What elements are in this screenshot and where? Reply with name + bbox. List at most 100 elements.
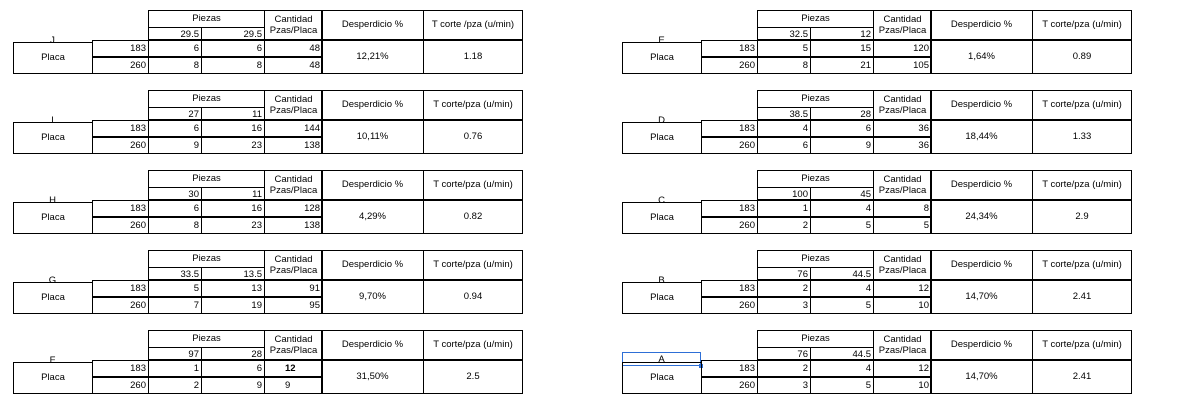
- desperdicio-value[interactable]: 14,70%: [930, 280, 1033, 314]
- dimension-cell[interactable]: 76: [757, 267, 811, 280]
- pieces-b-cell[interactable]: 16: [201, 120, 265, 137]
- pieces-a-cell[interactable]: 5: [148, 280, 202, 297]
- qty-cell[interactable]: 48: [264, 57, 323, 74]
- qty-cell[interactable]: 9: [264, 377, 323, 394]
- pieces-a-cell[interactable]: 6: [148, 40, 202, 57]
- block-label[interactable]: B: [658, 274, 665, 286]
- pieces-b-cell[interactable]: 5: [810, 297, 874, 314]
- pieces-a-cell[interactable]: 2: [757, 360, 811, 377]
- qty-cell[interactable]: 95: [264, 297, 323, 314]
- qty-cell[interactable]: 5: [873, 217, 932, 234]
- pieces-a-cell[interactable]: 7: [148, 297, 202, 314]
- tcorte-value[interactable]: 1.33: [1032, 120, 1132, 154]
- qty-cell[interactable]: 10: [873, 377, 932, 394]
- plate-size-cell[interactable]: 260: [701, 297, 758, 314]
- desperdicio-value[interactable]: 10,11%: [321, 120, 424, 154]
- plate-size-cell[interactable]: 260: [701, 137, 758, 154]
- plate-size-cell[interactable]: 183: [701, 200, 758, 217]
- block-label[interactable]: C: [658, 194, 665, 206]
- pieces-b-cell[interactable]: 16: [201, 200, 265, 217]
- qty-cell[interactable]: 128: [264, 200, 323, 217]
- block-label[interactable]: E: [658, 34, 665, 46]
- dimension-cell[interactable]: 11: [201, 107, 265, 120]
- qty-cell[interactable]: 10: [873, 297, 932, 314]
- desperdicio-value[interactable]: 31,50%: [321, 360, 424, 394]
- desperdicio-value[interactable]: 18,44%: [930, 120, 1033, 154]
- pieces-a-cell[interactable]: 6: [148, 200, 202, 217]
- dimension-cell[interactable]: 28: [201, 347, 265, 360]
- tcorte-value[interactable]: 2.41: [1032, 280, 1132, 314]
- tcorte-value[interactable]: 2.5: [423, 360, 523, 394]
- dimension-cell[interactable]: 30: [148, 187, 202, 200]
- dimension-cell[interactable]: 97: [148, 347, 202, 360]
- pieces-b-cell[interactable]: 6: [810, 120, 874, 137]
- tcorte-value[interactable]: 0.89: [1032, 40, 1132, 74]
- pieces-a-cell[interactable]: 1: [148, 360, 202, 377]
- block-label[interactable]: G: [48, 274, 57, 286]
- pieces-b-cell[interactable]: 5: [810, 377, 874, 394]
- placa-label[interactable]: Placa: [622, 202, 702, 234]
- placa-label[interactable]: Placa: [13, 362, 93, 394]
- pieces-b-cell[interactable]: 4: [810, 200, 874, 217]
- plate-size-cell[interactable]: 260: [92, 297, 149, 314]
- dimension-cell[interactable]: 11: [201, 187, 265, 200]
- plate-size-cell[interactable]: 183: [92, 120, 149, 137]
- qty-cell[interactable]: 8: [873, 200, 932, 217]
- placa-label[interactable]: Placa: [13, 122, 93, 154]
- block-label[interactable]: F: [49, 354, 56, 366]
- qty-cell[interactable]: 105: [873, 57, 932, 74]
- pieces-b-cell[interactable]: 6: [201, 40, 265, 57]
- dimension-cell[interactable]: 45: [810, 187, 874, 200]
- pieces-a-cell[interactable]: 8: [757, 57, 811, 74]
- plate-size-cell[interactable]: 183: [701, 40, 758, 57]
- pieces-b-cell[interactable]: 15: [810, 40, 874, 57]
- placa-label[interactable]: Placa: [13, 282, 93, 314]
- qty-cell[interactable]: 91: [264, 280, 323, 297]
- pieces-a-cell[interactable]: 8: [148, 57, 202, 74]
- qty-cell[interactable]: 36: [873, 137, 932, 154]
- tcorte-value[interactable]: 2.9: [1032, 200, 1132, 234]
- pieces-b-cell[interactable]: 9: [810, 137, 874, 154]
- plate-size-cell[interactable]: 183: [701, 280, 758, 297]
- pieces-a-cell[interactable]: 1: [757, 200, 811, 217]
- dimension-cell[interactable]: 44.5: [810, 347, 874, 360]
- desperdicio-value[interactable]: 9,70%: [321, 280, 424, 314]
- plate-size-cell[interactable]: 183: [701, 120, 758, 137]
- block-label[interactable]: J: [50, 34, 55, 46]
- plate-size-cell[interactable]: 260: [92, 57, 149, 74]
- block-label[interactable]: D: [658, 114, 665, 126]
- desperdicio-value[interactable]: 1,64%: [930, 40, 1033, 74]
- pieces-b-cell[interactable]: 13: [201, 280, 265, 297]
- placa-label[interactable]: Placa: [13, 202, 93, 234]
- qty-cell[interactable]: 12: [873, 360, 932, 377]
- qty-cell[interactable]: 138: [264, 137, 323, 154]
- desperdicio-value[interactable]: 14,70%: [930, 360, 1033, 394]
- block-label[interactable]: I: [51, 114, 54, 126]
- pieces-b-cell[interactable]: 19: [201, 297, 265, 314]
- dimension-cell[interactable]: 32.5: [757, 27, 811, 40]
- plate-size-cell[interactable]: 260: [701, 217, 758, 234]
- tcorte-value[interactable]: 0.82: [423, 200, 523, 234]
- placa-label[interactable]: Placa: [622, 122, 702, 154]
- plate-size-cell[interactable]: 260: [701, 57, 758, 74]
- pieces-a-cell[interactable]: 8: [148, 217, 202, 234]
- tcorte-value[interactable]: 2.41: [1032, 360, 1132, 394]
- plate-size-cell[interactable]: 260: [92, 137, 149, 154]
- pieces-b-cell[interactable]: 9: [201, 377, 265, 394]
- pieces-a-cell[interactable]: 2: [757, 280, 811, 297]
- pieces-a-cell[interactable]: 4: [757, 120, 811, 137]
- pieces-b-cell[interactable]: 4: [810, 360, 874, 377]
- dimension-cell[interactable]: 44.5: [810, 267, 874, 280]
- qty-cell[interactable]: 12: [264, 360, 323, 377]
- pieces-b-cell[interactable]: 8: [201, 57, 265, 74]
- plate-size-cell[interactable]: 260: [92, 217, 149, 234]
- pieces-b-cell[interactable]: 23: [201, 217, 265, 234]
- pieces-b-cell[interactable]: 23: [201, 137, 265, 154]
- pieces-a-cell[interactable]: 6: [148, 120, 202, 137]
- dimension-cell[interactable]: 12: [810, 27, 874, 40]
- plate-size-cell[interactable]: 183: [92, 360, 149, 377]
- placa-label[interactable]: Placa: [622, 362, 702, 394]
- dimension-cell[interactable]: 27: [148, 107, 202, 120]
- dimension-cell[interactable]: 28: [810, 107, 874, 120]
- plate-size-cell[interactable]: 183: [92, 280, 149, 297]
